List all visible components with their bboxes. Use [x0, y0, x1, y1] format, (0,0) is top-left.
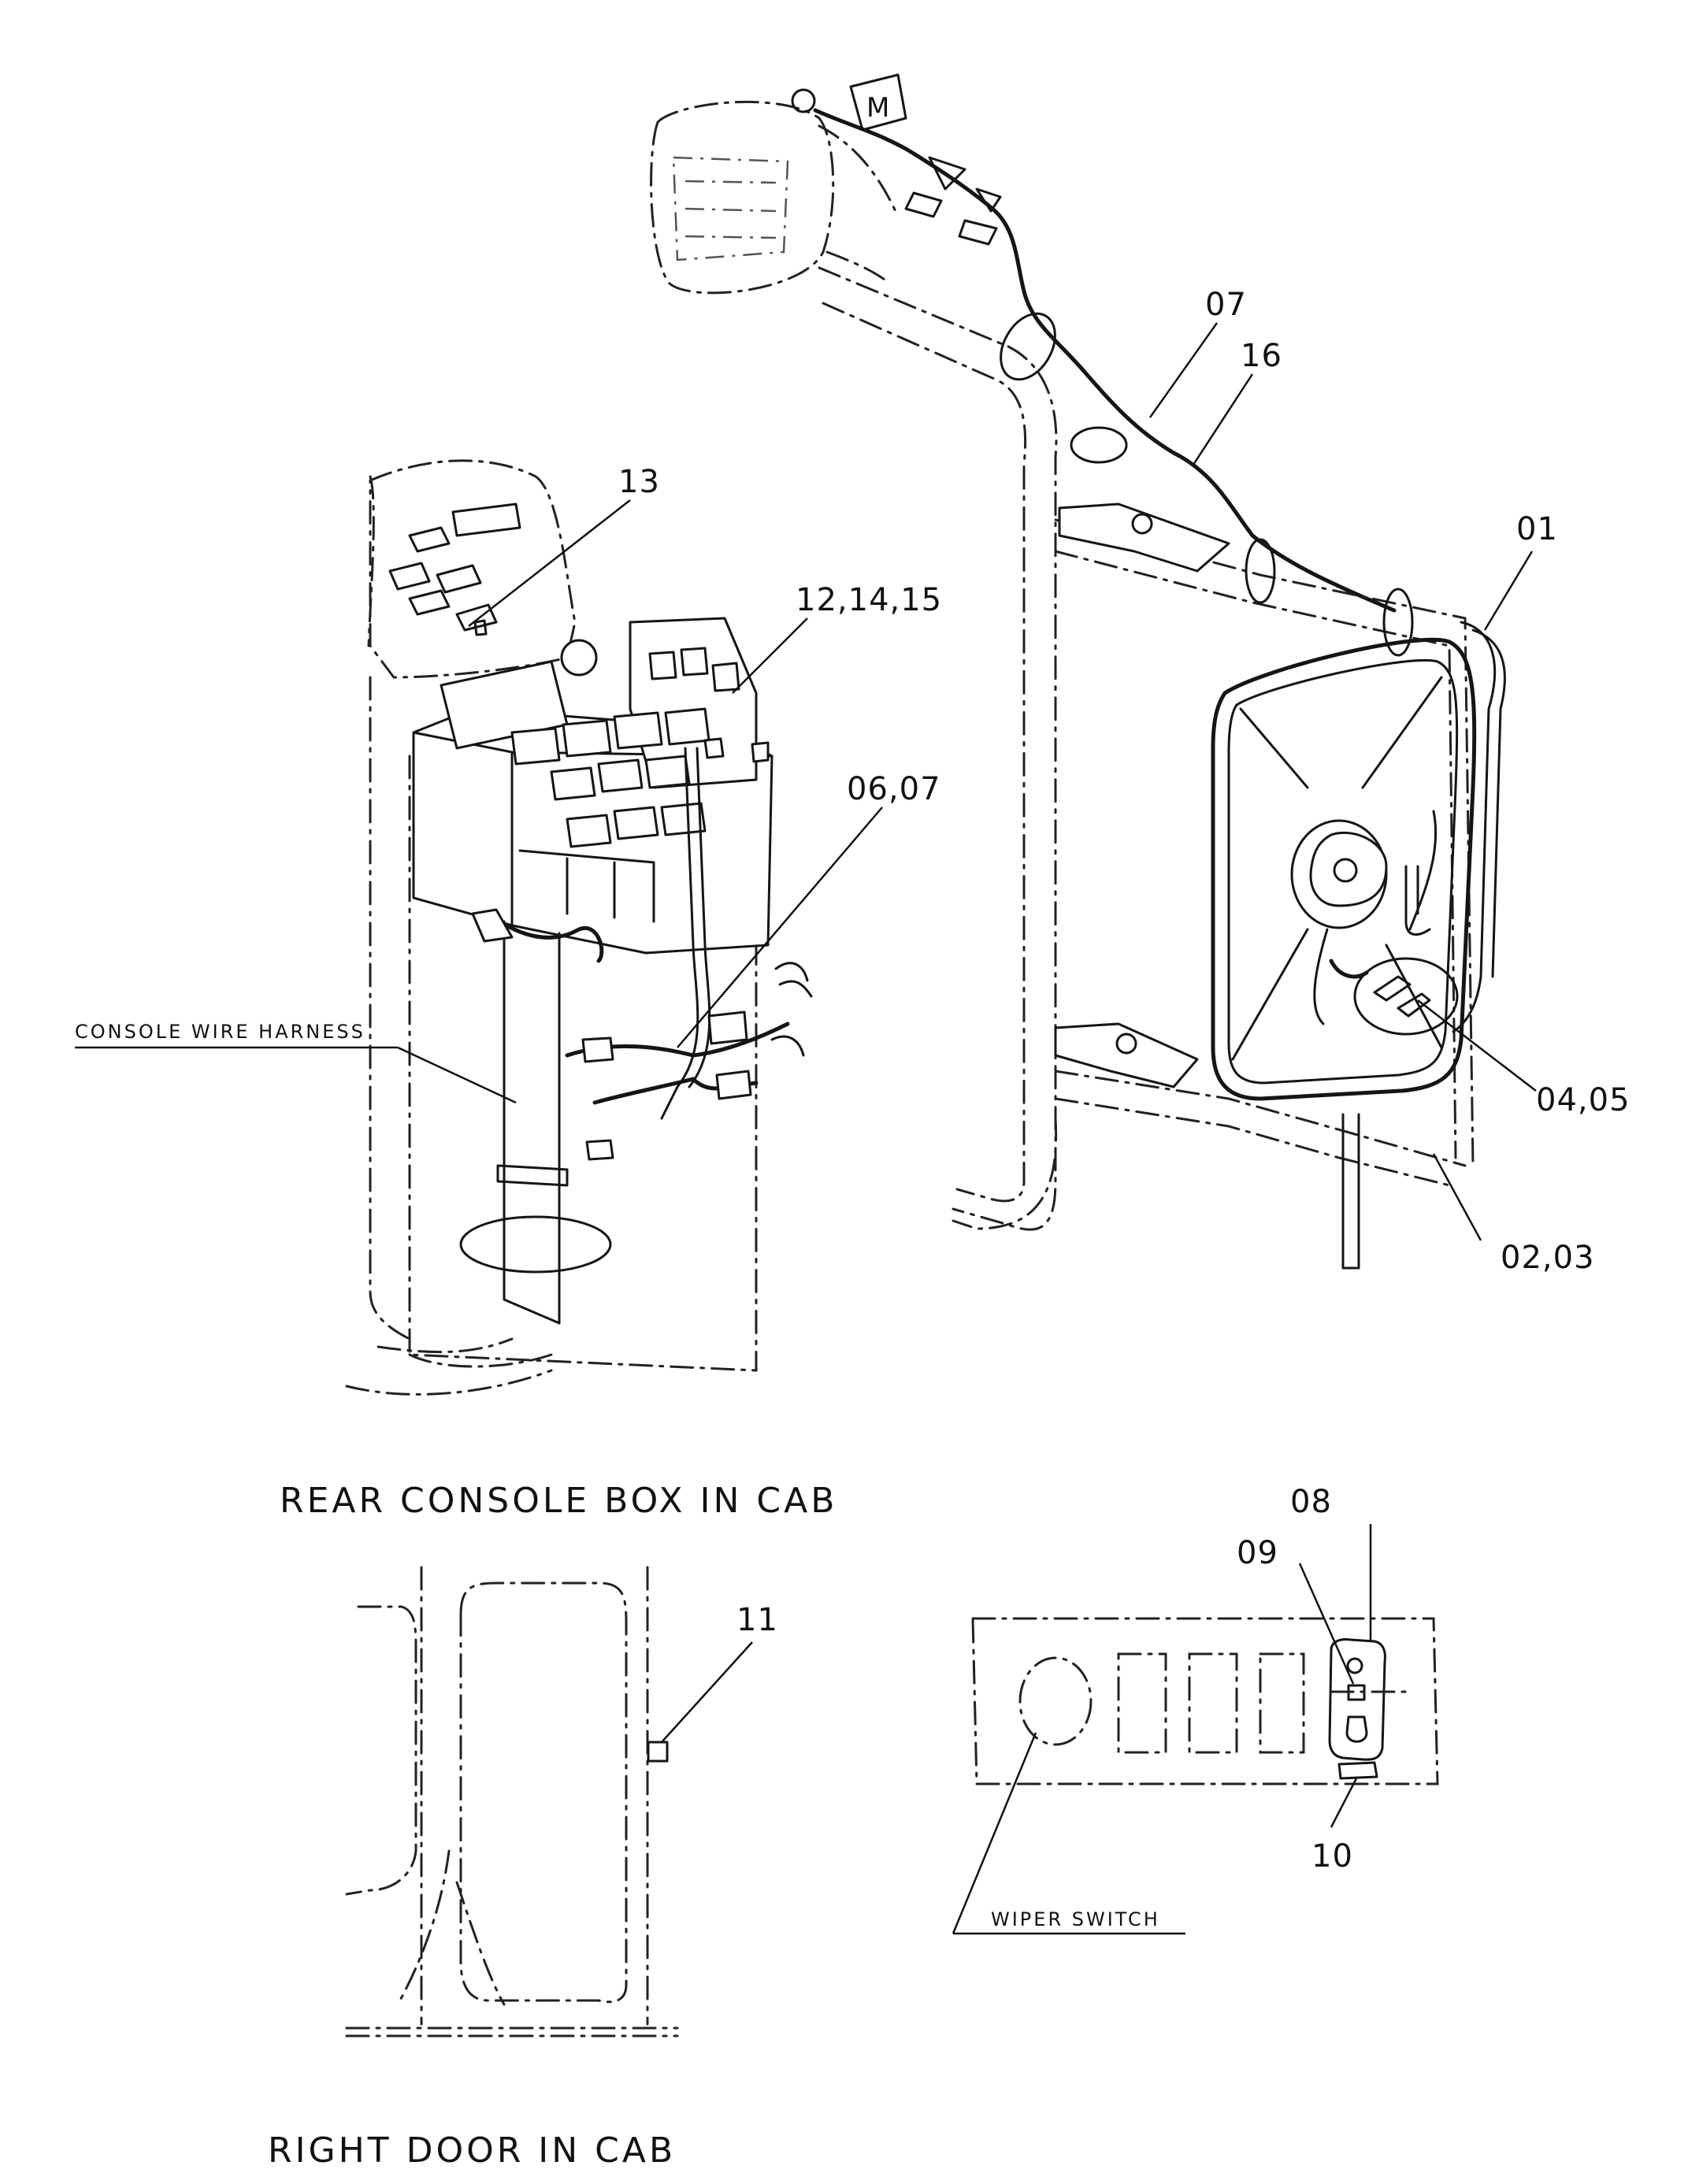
caption-rear-console-box: REAR CONSOLE BOX IN CAB: [280, 1481, 837, 1521]
labels: CONSOLE WIRE HARNESS WIPER SWITCH: [75, 1021, 1160, 1930]
leader-lines: [75, 322, 1537, 1935]
console-wire-harness: [345, 747, 813, 1396]
callout-04-05: 04,05: [1536, 1082, 1630, 1118]
console-cover: [367, 459, 577, 679]
lamp-wire: [813, 108, 1397, 613]
captions: REAR CONSOLE BOX IN CAB RIGHT DOOR IN CA…: [268, 1481, 837, 2171]
drain-tube: [1341, 1113, 1360, 1270]
callout-07: 07: [1205, 287, 1247, 323]
lower-frame-curve: [952, 1117, 1058, 1230]
callout-08: 08: [1290, 1484, 1332, 1520]
callout-02-03: 02,03: [1501, 1240, 1595, 1276]
callouts: 07 16 01 13 12,14,15 06,07 04,05 02,03 0…: [618, 287, 1630, 1874]
callout-06-07: 06,07: [847, 771, 941, 807]
wiper-switch-label: WIPER SWITCH: [991, 1908, 1160, 1930]
callout-10: 10: [1311, 1838, 1353, 1874]
callout-11: 11: [736, 1602, 778, 1638]
switch-panel: [971, 1617, 1439, 1785]
caption-right-door: RIGHT DOOR IN CAB: [268, 2130, 676, 2171]
console-wire-harness-label: CONSOLE WIRE HARNESS: [75, 1021, 365, 1043]
relay-block: [412, 617, 774, 955]
right-door: [345, 1566, 679, 2038]
svg-text:M: M: [866, 92, 889, 124]
callout-16: 16: [1241, 338, 1282, 374]
callout-13: 13: [618, 464, 660, 500]
lower-bracket: [1054, 1022, 1199, 1088]
pipe-frame: [818, 266, 1475, 1231]
callout-12-14-15: 12,14,15: [796, 582, 942, 618]
work-lamp: M: [650, 73, 907, 295]
callout-01: 01: [1516, 511, 1558, 547]
callout-09: 09: [1237, 1535, 1278, 1571]
upper-bracket: [1058, 502, 1230, 573]
washer-tank: [1211, 621, 1506, 1101]
